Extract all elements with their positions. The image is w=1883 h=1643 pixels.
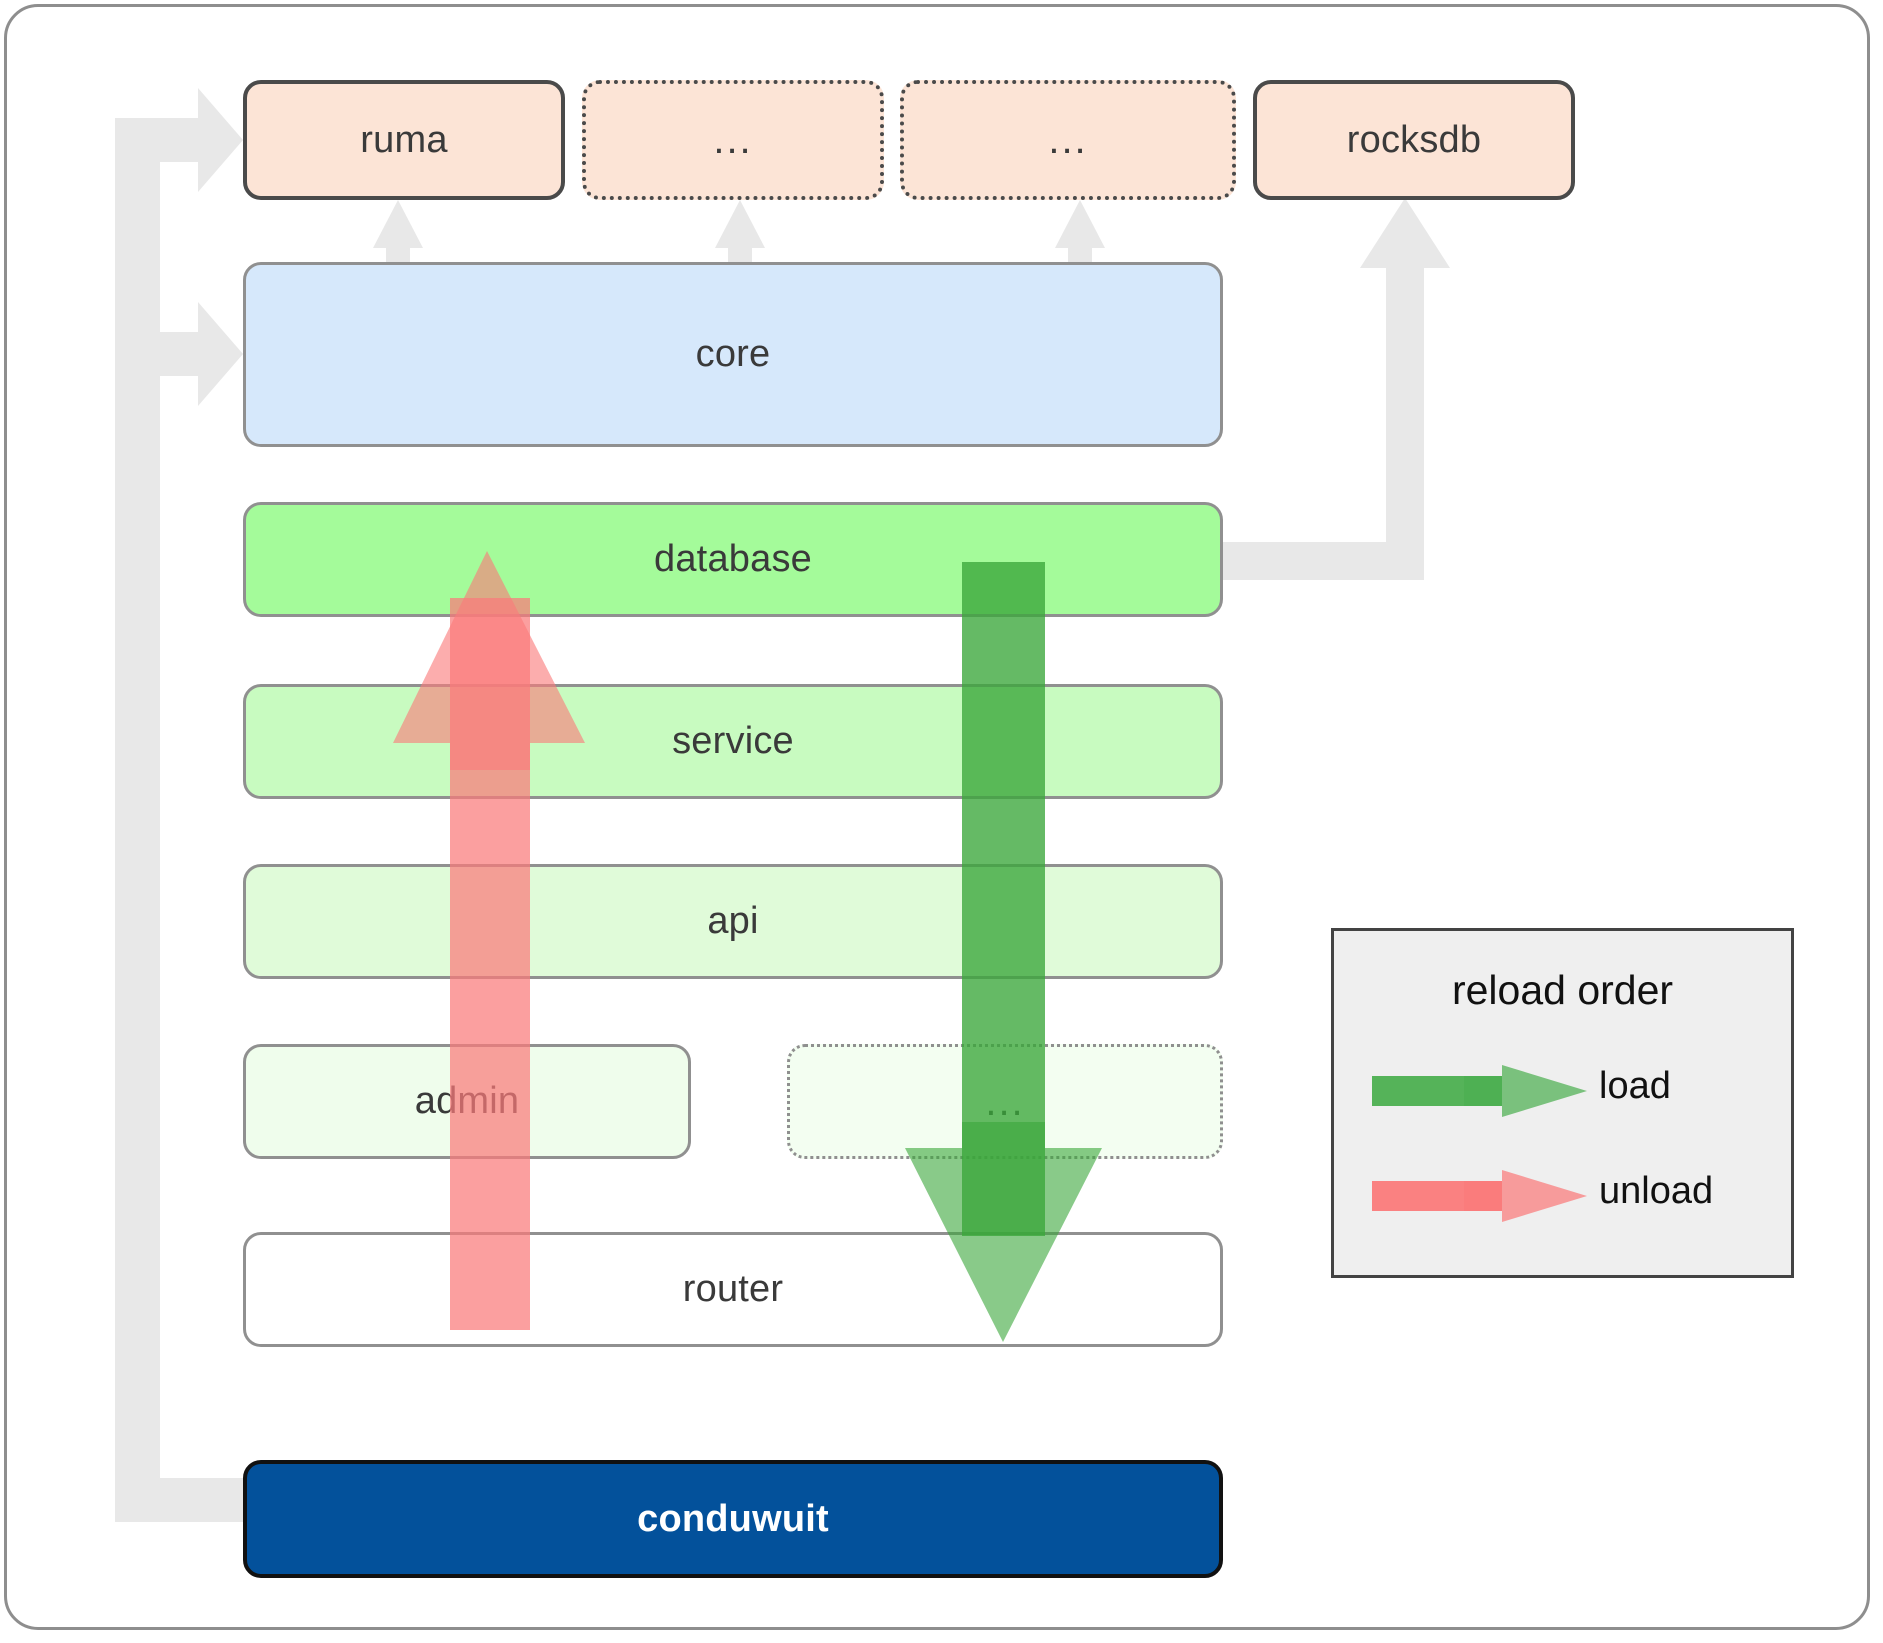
layer-label-service: service [672, 720, 794, 762]
layer-box-api[interactable]: api [243, 864, 1223, 979]
layer-label-extra: ... [985, 1079, 1025, 1124]
layer-box-core[interactable]: core [243, 262, 1223, 447]
dependency-label-a: ... [713, 118, 753, 162]
dependency-box-b[interactable]: ... [900, 80, 1236, 200]
dependency-label-b: ... [1048, 118, 1088, 162]
legend-label-unload: unload [1599, 1170, 1714, 1212]
layer-label-router: router [682, 1268, 784, 1310]
layer-box-admin[interactable]: admin [243, 1044, 691, 1159]
dependency-box-a[interactable]: ... [582, 80, 884, 200]
layer-label-api: api [707, 900, 759, 942]
layer-box-extra[interactable]: ... [787, 1044, 1223, 1159]
dependency-box-ruma[interactable]: ruma [243, 80, 565, 200]
binary-box-conduwuit[interactable]: conduwuit [243, 1460, 1223, 1578]
layer-label-database: database [654, 538, 812, 580]
legend-row-unload: unload [1334, 1156, 1791, 1236]
legend-label-load: load [1599, 1065, 1671, 1107]
dependency-box-rocksdb[interactable]: rocksdb [1253, 80, 1575, 200]
layer-box-database[interactable]: database [243, 502, 1223, 617]
legend-unload-arrow-icon [1372, 1170, 1587, 1222]
layer-label-core: core [695, 333, 771, 375]
dependency-label-rocksdb: rocksdb [1346, 118, 1482, 161]
layer-box-service[interactable]: service [243, 684, 1223, 799]
layer-box-router[interactable]: router [243, 1232, 1223, 1347]
legend-title: reload order [1451, 967, 1674, 1013]
legend-panel: reload order load unload [1331, 928, 1794, 1278]
legend-load-arrow-icon [1372, 1065, 1587, 1117]
dependency-label-ruma: ruma [360, 118, 448, 161]
binary-label-conduwuit: conduwuit [637, 1497, 829, 1540]
diagram-frame [4, 4, 1870, 1630]
layer-label-admin: admin [414, 1080, 520, 1122]
legend-row-load: load [1334, 1051, 1791, 1131]
